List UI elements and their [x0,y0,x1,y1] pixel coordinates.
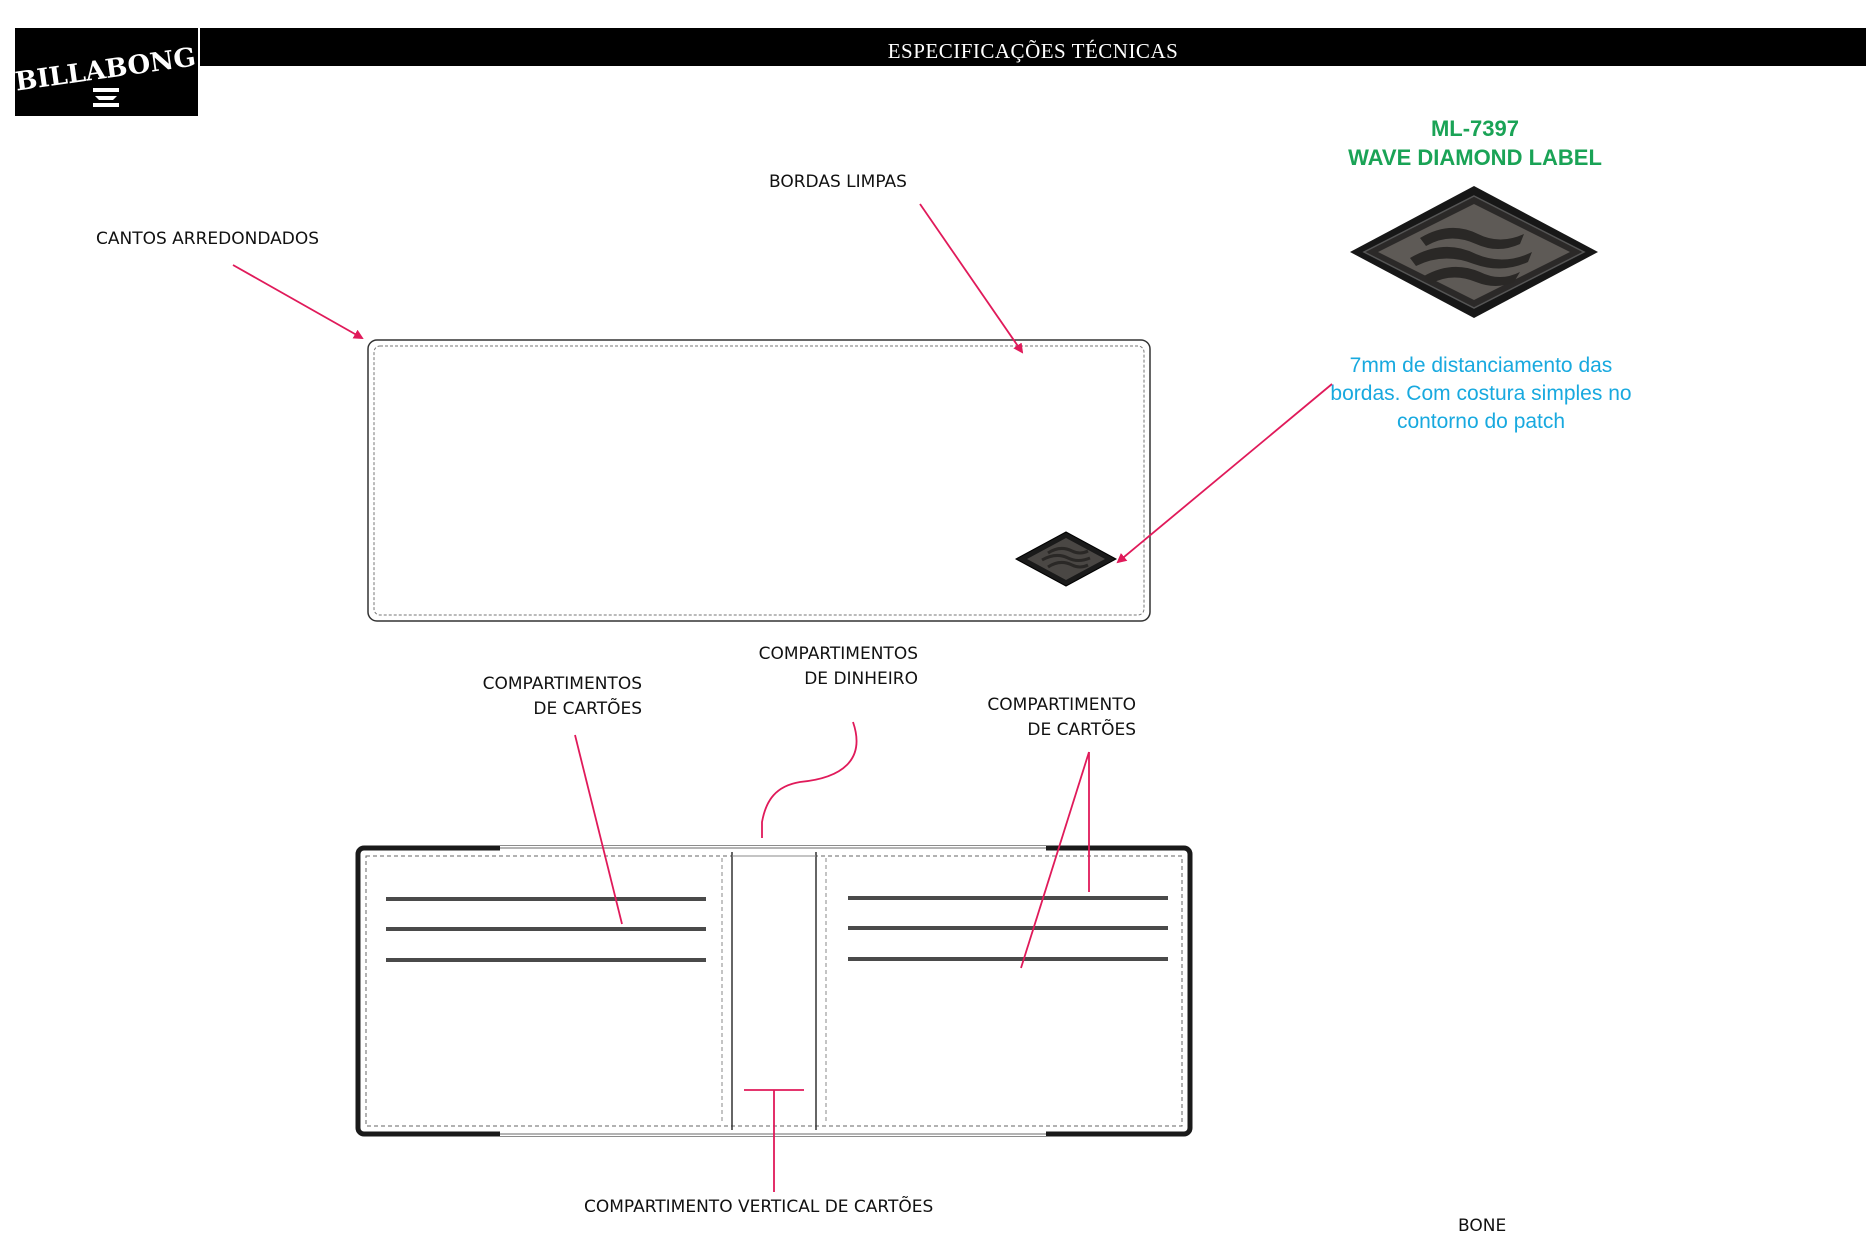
brand-logo: BILLABONG [13,28,198,116]
label-line: DE CARTÕES [1027,720,1136,740]
label-clean-edges: BORDAS LIMPAS [769,172,907,192]
label-name: WAVE DIAMOND LABEL [1348,145,1602,170]
header-bar: ESPECIFICAÇÕES TÉCNICAS [200,28,1866,66]
line-card-compartments-left [574,734,623,925]
label-line: DE CARTÕES [533,699,642,719]
label-card-compartments-left: COMPARTIMENTOS DE CARTÕES [460,672,642,722]
label-card-compartment-right: COMPARTIMENTO DE CARTÕES [956,693,1136,743]
label-code: ML-7397 [1430,116,1520,141]
page-title: ESPECIFICAÇÕES TÉCNICAS [887,38,1179,63]
patch-note: 7mm de distanciamento das bordas. Com co… [1330,354,1632,433]
wallet-interior [355,845,1193,1137]
line-money-compartments [761,721,858,838]
label-rounded-corners: CANTOS ARREDONDADOS [96,229,320,249]
label-line: COMPARTIMENTO [987,695,1136,715]
label-line: COMPARTIMENTOS [482,674,642,694]
label-line: DE DINHEIRO [804,669,918,689]
line-card-compartment-right-a [1020,751,1090,969]
wave-diamond-label-sample [1350,186,1598,318]
label-money-compartments: COMPARTIMENTOS DE DINHEIRO [736,642,918,692]
arrow-clean-edges [919,203,1024,354]
label-spec-title: ML-7397 WAVE DIAMOND LABEL [1300,114,1650,172]
arrow-rounded-corners [232,264,364,339]
label-vertical-card-compartment: COMPARTIMENTO VERTICAL DE CARTÕES [584,1197,934,1217]
wave-diamond-patch-icon [1014,531,1118,587]
wallet-exterior [367,339,1151,622]
billabong-logo-icon: BILLABONG [13,43,198,107]
callout-lines [232,203,1333,1192]
label-line: COMPARTIMENTOS [758,644,918,664]
color-name: BONE [1458,1216,1507,1236]
arrow-patch [1116,383,1333,564]
